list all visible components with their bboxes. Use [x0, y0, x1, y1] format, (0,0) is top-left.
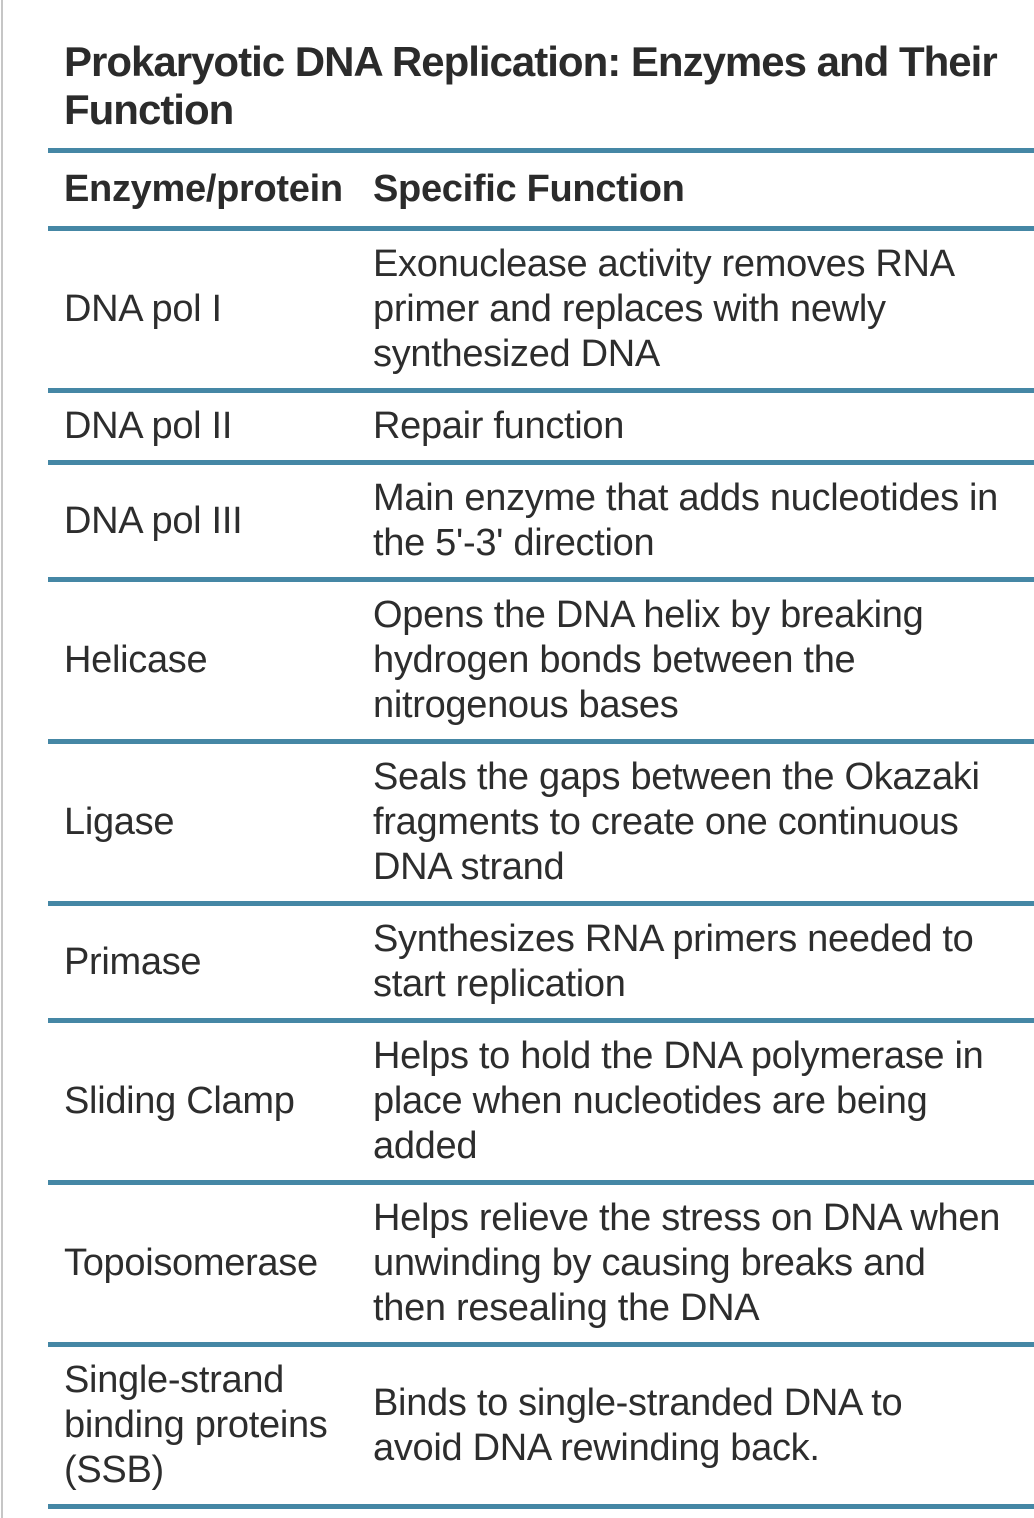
enzyme-cell: Ligase [48, 741, 373, 906]
table-row: DNA pol II Repair function [48, 390, 1034, 465]
page-left-border [1, 0, 3, 1518]
enzyme-cell: Sliding Clamp [48, 1020, 373, 1185]
enzyme-cell: DNA pol III [48, 462, 373, 582]
enzyme-cell: DNA pol II [48, 390, 373, 465]
column-header-enzyme-protein: Enzyme/protein [48, 153, 373, 231]
function-cell: Opens the DNA helix by breaking hydrogen… [373, 579, 1034, 744]
enzyme-cell: DNA pol I [48, 228, 373, 393]
table-row: DNA pol I Exonuclease activity removes R… [48, 228, 1034, 393]
function-cell: Seals the gaps between the Okazaki fragm… [373, 741, 1034, 906]
enzyme-cell: Topoisomerase [48, 1182, 373, 1347]
enzyme-cell: Primase [48, 903, 373, 1023]
column-header-specific-function: Specific Function [373, 153, 1034, 231]
table-row: Single-strand binding proteins (SSB) Bin… [48, 1344, 1034, 1509]
table-row: Sliding Clamp Helps to hold the DNA poly… [48, 1020, 1034, 1185]
function-cell: Helps relieve the stress on DNA when unw… [373, 1182, 1034, 1347]
function-cell: Synthesizes RNA primers needed to start … [373, 903, 1034, 1023]
header-row: Enzyme/protein Specific Function [48, 153, 1034, 231]
function-cell: Binds to single-stranded DNA to avoid DN… [373, 1344, 1034, 1509]
enzyme-cell: Single-strand binding proteins (SSB) [48, 1344, 373, 1509]
function-cell: Exonuclease activity removes RNA primer … [373, 228, 1034, 393]
table-title: Prokaryotic DNA Replication: Enzymes and… [48, 38, 1034, 153]
table-row: Topoisomerase Helps relieve the stress o… [48, 1182, 1034, 1347]
function-cell: Helps to hold the DNA polymerase in plac… [373, 1020, 1034, 1185]
enzymes-table: Enzyme/protein Specific Function DNA pol… [48, 153, 1034, 1509]
table-row: DNA pol III Main enzyme that adds nucleo… [48, 462, 1034, 582]
function-cell: Main enzyme that adds nucleotides in the… [373, 462, 1034, 582]
table-row: Helicase Opens the DNA helix by breaking… [48, 579, 1034, 744]
table-row: Primase Synthesizes RNA primers needed t… [48, 903, 1034, 1023]
function-cell: Repair function [373, 390, 1034, 465]
enzyme-cell: Helicase [48, 579, 373, 744]
table-row: Ligase Seals the gaps between the Okazak… [48, 741, 1034, 906]
document-content: Prokaryotic DNA Replication: Enzymes and… [48, 0, 1034, 1509]
